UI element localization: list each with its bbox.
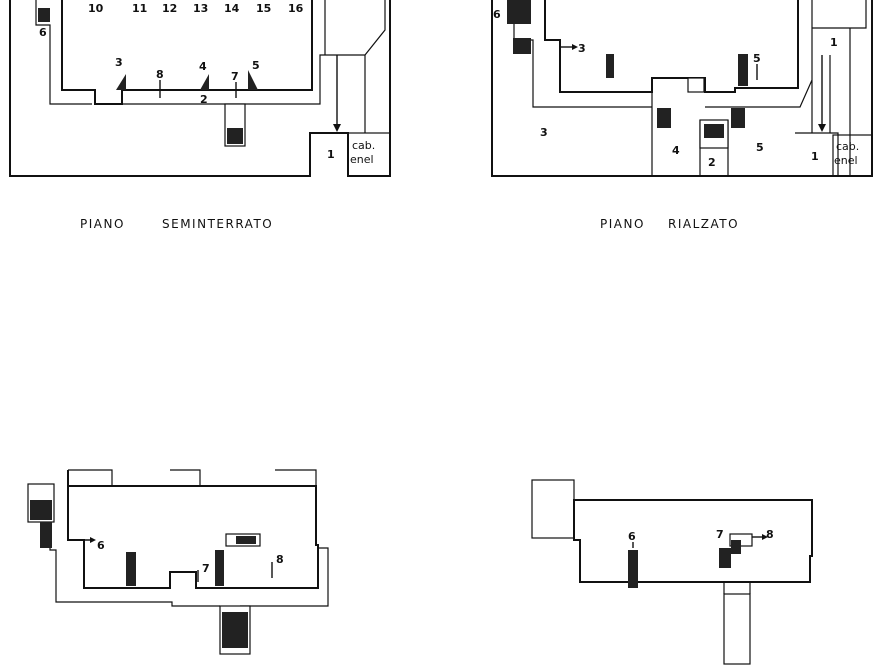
room-number: 1 (811, 150, 819, 163)
room-number: 5 (756, 141, 764, 154)
arrowhead (90, 537, 96, 543)
caption-rialzato: RIALZATO (668, 217, 739, 231)
cab-label: cab. (352, 139, 375, 152)
room-number: 6 (628, 530, 636, 543)
room-number: 7 (716, 528, 724, 541)
cab-enel-box (832, 134, 873, 177)
room-number: 4 (199, 60, 207, 73)
stair-icon (719, 548, 731, 568)
main-building-wall (67, 470, 319, 589)
cab-label: cab. (836, 140, 859, 153)
stair-icon (215, 550, 224, 586)
stair-icon (628, 550, 638, 588)
plan-rialzato: 6 3 5 1 3 4 2 5 1 cab. enel (491, 0, 873, 177)
room-number: 5 (252, 59, 260, 72)
plan-seminterrato: 10 11 12 13 14 15 16 6 3 8 4 7 5 2 1 cab… (9, 0, 391, 177)
stair-icon (126, 552, 136, 586)
stair-icon (116, 74, 126, 90)
arrowhead (333, 124, 341, 132)
room-number: 8 (276, 553, 284, 566)
stair-icon (731, 108, 745, 128)
room-number: 1 (830, 36, 838, 49)
stair-icon (30, 500, 52, 520)
stair-icon (200, 74, 209, 90)
main-building-wall (573, 499, 813, 583)
plan-fourth-floor: 6 7 8 (531, 479, 813, 665)
room-number: 2 (200, 93, 208, 106)
room-number: 8 (156, 68, 164, 81)
plan-third-floor: 6 7 8 (27, 469, 329, 655)
room-number: 7 (231, 70, 239, 83)
enel-label: enel (350, 153, 374, 166)
annex-block (531, 479, 575, 539)
annex-wall (324, 0, 366, 133)
stair-icon (606, 54, 614, 78)
caption-piano: PIANO (80, 217, 125, 231)
room-number: 11 (132, 2, 147, 15)
room-number: 12 (162, 2, 177, 15)
room-number: 3 (540, 126, 548, 139)
room-number: 2 (708, 156, 716, 169)
stair-tower (723, 593, 751, 665)
stair-icon (248, 70, 258, 90)
outline (49, 469, 329, 607)
stair-icon (236, 536, 256, 544)
room-number: 13 (193, 2, 208, 15)
outer-wall (491, 0, 873, 177)
stair-icon (507, 0, 531, 24)
room-number: 7 (202, 562, 210, 575)
room-number: 15 (256, 2, 271, 15)
stair-icon (657, 108, 671, 128)
room-number: 3 (578, 42, 586, 55)
stair-icon (731, 540, 741, 554)
room-number: 16 (288, 2, 304, 15)
room-number: 14 (224, 2, 240, 15)
stair-icon (40, 522, 52, 548)
main-building-wall (544, 0, 799, 93)
stair-icon (222, 612, 248, 648)
room-number: 6 (97, 539, 105, 552)
room-number: 6 (39, 26, 47, 39)
room-number: 8 (766, 528, 774, 541)
outline (723, 582, 751, 594)
stair-icon (738, 54, 748, 86)
stair-icon (704, 124, 724, 138)
room-number: 5 (753, 52, 761, 65)
stair-icon (513, 38, 531, 54)
room-number: 4 (672, 144, 680, 157)
room-number: 3 (115, 56, 123, 69)
arrowhead (818, 124, 826, 132)
stair-icon (38, 8, 50, 22)
enel-label: enel (834, 154, 858, 167)
cab-enel-box (347, 132, 391, 177)
corridor-line (35, 0, 386, 105)
caption-piano: PIANO (600, 217, 645, 231)
arrowhead (762, 534, 768, 540)
arrowhead (572, 44, 578, 50)
stair-icon (227, 128, 243, 144)
main-building-wall (61, 0, 313, 105)
room-number: 1 (327, 148, 335, 161)
stair-box (687, 77, 705, 93)
room-number: 10 (88, 2, 104, 15)
room-number: 6 (493, 8, 501, 21)
caption-seminterrato: SEMINTERRATO (162, 217, 273, 231)
